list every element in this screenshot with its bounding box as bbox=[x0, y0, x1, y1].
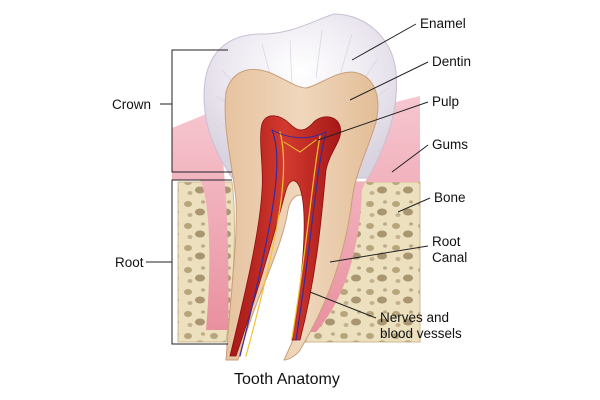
diagram-title: Tooth Anatomy bbox=[234, 371, 340, 388]
dentin-label: Dentin bbox=[432, 54, 471, 69]
nerves-leader bbox=[309, 291, 377, 319]
bone-label: Bone bbox=[434, 190, 466, 205]
enamel-leader bbox=[351, 23, 417, 61]
dentin-leader bbox=[349, 61, 429, 101]
gums-label: Gums bbox=[432, 137, 468, 152]
root-label: Root bbox=[115, 255, 144, 270]
root-canal-leader bbox=[329, 245, 429, 263]
nerves-label-line2: blood vessels bbox=[380, 326, 462, 341]
nerves-vessels bbox=[239, 129, 327, 357]
gums-leader bbox=[391, 144, 429, 173]
gums-tissue bbox=[172, 110, 229, 330]
crown-label: Crown bbox=[112, 97, 151, 112]
nerves-label-line1: Nerves and bbox=[380, 310, 449, 325]
root-canal-label-line2: Canal bbox=[432, 250, 467, 265]
bone-leader bbox=[397, 197, 431, 213]
gums-tissue-right bbox=[300, 96, 420, 332]
root-canal-label-line1: Root bbox=[432, 234, 461, 249]
crown-bracket bbox=[171, 49, 232, 173]
enamel-label: Enamel bbox=[420, 16, 466, 31]
pulp-label: Pulp bbox=[432, 94, 459, 109]
pulp-leader bbox=[317, 101, 429, 141]
